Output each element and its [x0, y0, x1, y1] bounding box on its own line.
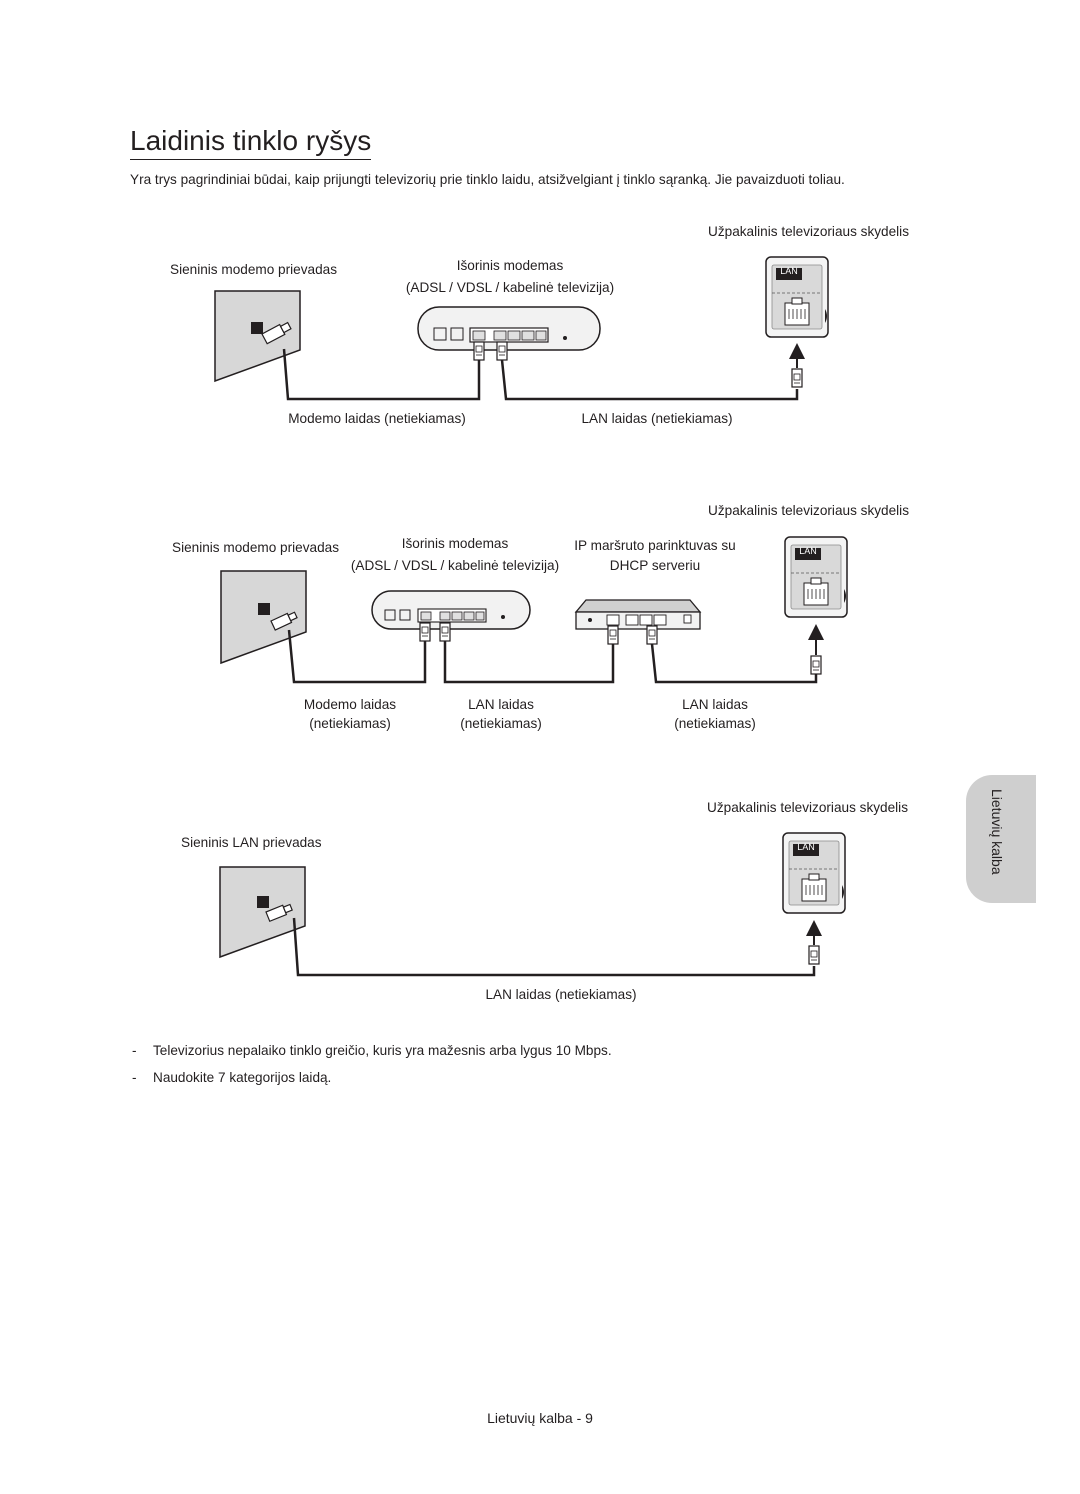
- intro-paragraph: Yra trys pagrindiniai būdai, kaip prijun…: [130, 172, 845, 187]
- modem-cable-label-2b: (netiekiamas): [309, 716, 391, 731]
- router: [574, 599, 702, 613]
- lan-cable-label-2d: (netiekiamas): [674, 716, 756, 731]
- lan-cable-label-2b: (netiekiamas): [460, 716, 542, 731]
- wall-modem-port-2: [220, 570, 307, 665]
- diagram-3: [219, 832, 846, 977]
- modem-title-2: Išorinis modemas: [401, 536, 509, 551]
- router-title: IP maršruto parinktuvas su: [574, 538, 736, 553]
- note-2: - Naudokite 7 kategorijos laidą.: [132, 1069, 331, 1087]
- lan-port-label-1: LAN: [780, 266, 798, 276]
- page-title: Laidinis tinklo ryšys: [130, 124, 372, 160]
- tv-panel-label-1: Užpakalinis televizoriaus skydelis: [708, 224, 909, 239]
- wall-port-label-1: Sieninis modemo prievadas: [170, 262, 337, 277]
- modem-title-1: Išorinis modemas: [456, 258, 564, 273]
- modem-subtitle-1: (ADSL / VDSL / kabelinė televizija): [405, 280, 615, 295]
- lan-port-label-2: LAN: [799, 546, 817, 556]
- page-footer: Lietuvių kalba - 9: [487, 1410, 593, 1426]
- note-dash: -: [132, 1043, 137, 1058]
- note-dash: -: [132, 1070, 137, 1085]
- diagram-1: [214, 256, 829, 401]
- network-diagrams: [214, 256, 848, 977]
- language-side-tab: Lietuvių kalba: [966, 775, 1036, 903]
- wall-modem-port-1: [214, 290, 301, 383]
- wall-port-label-2: Sieninis modemo prievadas: [172, 540, 339, 555]
- modem-cable-label-1: Modemo laidas (netiekiamas): [288, 411, 466, 426]
- note-1: - Televizorius nepalaiko tinklo greičio, …: [132, 1042, 612, 1060]
- lan-cable-label-1: LAN laidas (netiekiamas): [581, 411, 733, 426]
- lan-port-label-3: LAN: [797, 842, 815, 852]
- side-tab-label: Lietuvių kalba: [989, 789, 1005, 875]
- note-text: Naudokite 7 kategorijos laidą.: [153, 1070, 332, 1085]
- modem-subtitle-2: (ADSL / VDSL / kabelinė televizija): [350, 558, 560, 573]
- router-subtitle: DHCP serveriu: [609, 558, 701, 573]
- wall-lan-port: [219, 866, 306, 959]
- lan-cable-label-2c: LAN laidas: [682, 697, 748, 712]
- lan-cable-label-2a: LAN laidas: [468, 697, 534, 712]
- lan-cable-label-3: LAN laidas (netiekiamas): [485, 987, 637, 1002]
- tv-panel-label-3: Užpakalinis televizoriaus skydelis: [707, 800, 908, 815]
- modem-cable-label-2a: Modemo laidas: [303, 697, 397, 712]
- diagram-2: [220, 536, 848, 684]
- note-text: Televizorius nepalaiko tinklo greičio, k…: [153, 1043, 612, 1058]
- wall-port-label-3: Sieninis LAN prievadas: [181, 835, 322, 850]
- tv-panel-label-2: Užpakalinis televizoriaus skydelis: [708, 503, 909, 518]
